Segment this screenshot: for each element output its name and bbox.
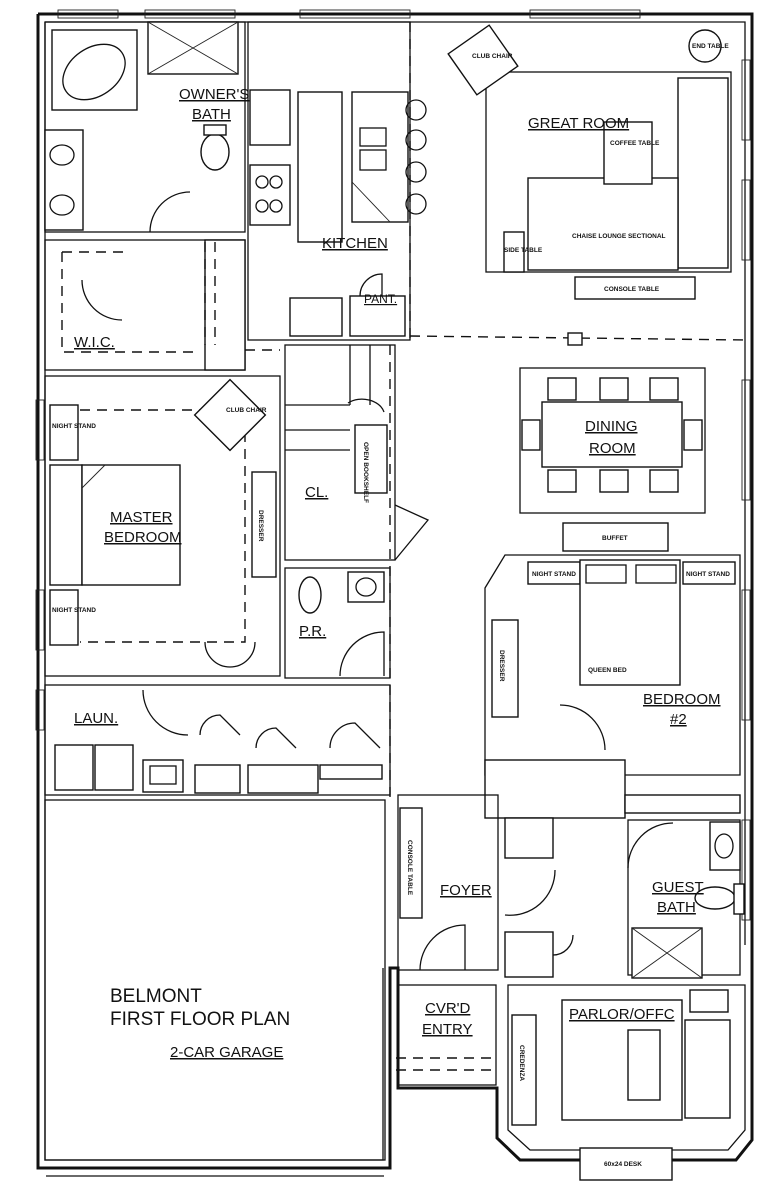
nightstand-label-2: NIGHT STAND bbox=[52, 607, 96, 614]
dining-table bbox=[541, 401, 683, 468]
guest-bath: GUEST BATH bbox=[627, 819, 745, 979]
guest-bath-label-2: BATH bbox=[657, 899, 696, 916]
foyer-label: FOYER bbox=[440, 882, 492, 899]
buffet bbox=[562, 522, 669, 552]
parlor-office: PARLOR/OFFC CREDENZA 60x24 DESK bbox=[507, 984, 746, 1181]
night-stand bbox=[49, 589, 79, 646]
washer bbox=[54, 744, 94, 791]
chair bbox=[627, 1029, 661, 1101]
great-room-label: GREAT ROOM bbox=[528, 115, 629, 132]
night-stand bbox=[682, 561, 736, 585]
club-chair bbox=[447, 24, 519, 96]
owners-bath: OWNER'S BATH bbox=[44, 21, 249, 233]
dresser-label-1: DRESSER bbox=[257, 510, 264, 542]
parlor-label: PARLOR/OFFC bbox=[569, 1006, 675, 1023]
laundry: LAUN. bbox=[44, 641, 391, 796]
credenza-label: CREDENZA bbox=[518, 1045, 525, 1081]
buffet-label: BUFFET bbox=[602, 535, 628, 542]
open-bookshelf bbox=[354, 424, 388, 494]
toilet-icon bbox=[200, 133, 230, 171]
club-chair-label-2: CLUB CHAIR bbox=[226, 407, 267, 414]
powder-room: P.R. bbox=[284, 567, 391, 679]
sink-icon bbox=[49, 144, 75, 166]
dresser bbox=[491, 619, 519, 718]
sink-icon bbox=[347, 571, 385, 603]
dresser bbox=[251, 471, 277, 578]
bedroom2-label-2: #2 bbox=[670, 711, 687, 728]
bedroom-2: BEDROOM #2 NIGHT STAND NIGHT STAND QUEEN… bbox=[484, 554, 741, 819]
dining-room: DINING ROOM BUFFET bbox=[519, 367, 706, 552]
toilet-icon bbox=[298, 576, 322, 614]
queen-bed bbox=[579, 559, 681, 686]
nightstand-label-4: NIGHT STAND bbox=[686, 571, 730, 578]
night-stand bbox=[49, 404, 79, 461]
vanity bbox=[44, 129, 84, 231]
console-label-2: CONSOLE TABLE bbox=[406, 840, 413, 896]
pantry bbox=[349, 295, 406, 337]
kitchen: KITCHEN PANT. bbox=[247, 21, 427, 341]
plan-title-line-2: FIRST FLOOR PLAN bbox=[110, 1009, 290, 1030]
end-table bbox=[688, 29, 722, 63]
cooktop bbox=[249, 164, 291, 226]
laundry-sink bbox=[142, 759, 184, 793]
laundry-label: LAUN. bbox=[74, 710, 118, 727]
windows bbox=[35, 9, 751, 921]
kitchen-island bbox=[297, 91, 343, 243]
credenza bbox=[511, 1014, 537, 1126]
console-table-great-room bbox=[574, 276, 696, 300]
club-chair-label: CLUB CHAIR bbox=[472, 53, 513, 60]
walk-in-closet: W.I.C. bbox=[44, 239, 246, 371]
nightstand-label-1: NIGHT STAND bbox=[52, 423, 96, 430]
queen-bed-label: QUEEN BED bbox=[588, 667, 627, 674]
plan-subtitle: 2-CAR GARAGE bbox=[170, 1044, 283, 1061]
sink-icon bbox=[49, 194, 75, 216]
dining-label-2: ROOM bbox=[589, 440, 636, 457]
owners-bath-label-1: OWNER'S bbox=[179, 86, 249, 103]
console-table-foyer bbox=[399, 807, 423, 919]
hall-lines bbox=[204, 242, 391, 800]
bedroom2-label-1: BEDROOM bbox=[643, 691, 721, 708]
kitchen-label: KITCHEN bbox=[322, 235, 388, 252]
master-bedroom: MASTER BEDROOM NIGHT STAND NIGHT STAND C… bbox=[44, 375, 281, 677]
sofa bbox=[677, 77, 729, 269]
side-table-label: SIDE TABLE bbox=[504, 247, 543, 254]
covered-entry: CVR'D ENTRY bbox=[397, 984, 497, 1086]
desk-label: 60x24 DESK bbox=[604, 1161, 642, 1168]
great-room: GREAT ROOM CLUB CHAIR END TABLE COFFEE T… bbox=[409, 22, 746, 346]
bookshelf-label: OPEN BOOKSHELF bbox=[362, 442, 369, 503]
owners-bath-label-2: BATH bbox=[192, 106, 231, 123]
stair-closet: CL. OPEN BOOKSHELF bbox=[284, 344, 430, 561]
bathtub bbox=[51, 29, 138, 111]
foyer: FOYER CONSOLE TABLE bbox=[397, 794, 574, 978]
closet-label: CL. bbox=[305, 484, 328, 501]
sofa bbox=[684, 1019, 731, 1119]
desk bbox=[579, 1147, 673, 1181]
cvrd-label-1: CVR'D bbox=[425, 1000, 471, 1017]
dining-label-1: DINING bbox=[585, 418, 638, 435]
plan-title-line-1: BELMONT bbox=[110, 986, 202, 1007]
end-table-label: END TABLE bbox=[692, 43, 729, 50]
powder-label: P.R. bbox=[299, 623, 326, 640]
coffee-table bbox=[603, 121, 653, 185]
master-bed bbox=[49, 464, 83, 586]
counter bbox=[351, 91, 409, 223]
nightstand-label-3: NIGHT STAND bbox=[532, 571, 576, 578]
chaise-label: CHAISE LOUNGE SECTIONAL bbox=[572, 233, 666, 240]
garage: BELMONT FIRST FLOOR PLAN 2-CAR GARAGE bbox=[44, 799, 497, 1161]
club-chair bbox=[193, 378, 267, 452]
master-label-1: MASTER bbox=[110, 509, 173, 526]
cvrd-label-2: ENTRY bbox=[422, 1021, 473, 1038]
pantry-label: PANT. bbox=[364, 292, 397, 306]
dryer bbox=[94, 744, 134, 791]
master-label-2: BEDROOM bbox=[104, 529, 182, 546]
sectional bbox=[527, 177, 679, 271]
dresser-label-2: DRESSER bbox=[498, 650, 505, 682]
guest-bath-label-1: GUEST bbox=[652, 879, 704, 896]
wic-label: W.I.C. bbox=[74, 334, 115, 351]
console-label-1: CONSOLE TABLE bbox=[604, 286, 660, 293]
coffee-table-label: COFFEE TABLE bbox=[610, 140, 660, 147]
